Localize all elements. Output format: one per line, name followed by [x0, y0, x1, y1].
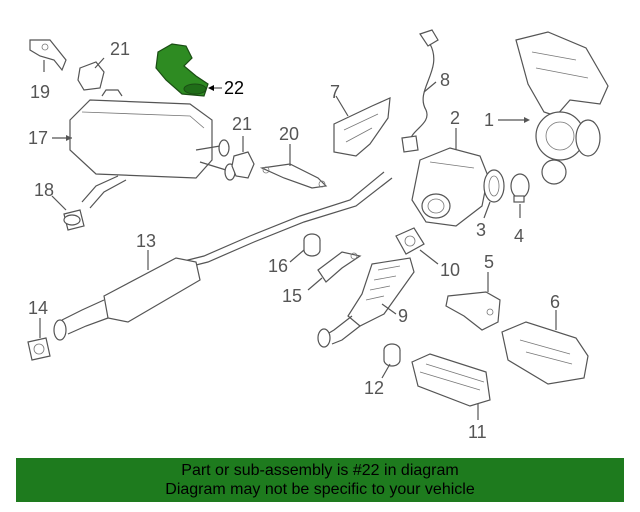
part-15-bracket[interactable]	[317, 251, 362, 283]
callout-3[interactable]: 3	[476, 220, 486, 240]
callout-20[interactable]: 20	[279, 124, 299, 144]
part-21-rubber-mount-top[interactable]	[77, 61, 105, 91]
callout-18[interactable]: 18	[34, 180, 54, 200]
callout-1[interactable]: 1	[484, 110, 494, 130]
part-17-rear-muffler[interactable]	[69, 89, 236, 209]
part-20-hanger-bracket[interactable]	[259, 163, 328, 189]
callout-14[interactable]: 14	[28, 298, 48, 318]
part-22-exhaust-pipe-highlighted[interactable]	[155, 43, 209, 97]
callout-16[interactable]: 16	[268, 256, 288, 276]
part-6-heat-shield[interactable]	[501, 321, 589, 385]
banner-line-part: Part or sub-assembly is #22 in diagram	[181, 462, 459, 479]
callout-17[interactable]: 17	[28, 128, 48, 148]
callout-8[interactable]: 8	[440, 70, 450, 90]
part-11-heat-shield[interactable]	[411, 353, 491, 407]
callout-4[interactable]: 4	[514, 226, 524, 246]
part-18-clamp-sleeve[interactable]	[63, 209, 85, 231]
part-7-heat-shield[interactable]	[333, 97, 391, 157]
part-3-gasket[interactable]	[483, 169, 505, 203]
exhaust-parts-diagram: 19 21 22 17 18 21 20	[27, 29, 609, 442]
part-2-catalytic-converter[interactable]	[411, 147, 489, 227]
callout-9[interactable]: 9	[398, 306, 408, 326]
callout-15[interactable]: 15	[282, 286, 302, 306]
callout-11[interactable]: 11	[468, 422, 487, 442]
part-9-flex-pipe[interactable]	[317, 257, 415, 348]
part-21-rubber-mount-mid[interactable]	[231, 151, 255, 179]
callout-22[interactable]: 22	[224, 78, 244, 98]
part-12-bushing[interactable]	[383, 343, 401, 367]
part-16-bushing[interactable]	[303, 233, 321, 257]
part-19-hanger-bracket[interactable]	[29, 39, 67, 72]
part-10-gasket[interactable]	[395, 227, 425, 255]
callout-21-mid[interactable]: 21	[232, 114, 252, 134]
callout-10[interactable]: 10	[440, 260, 460, 280]
callout-6[interactable]: 6	[550, 292, 560, 312]
part-8-oxygen-sensor[interactable]	[401, 29, 439, 153]
banner-line-disclaimer: Diagram may not be specific to your vehi…	[165, 481, 475, 498]
part-13-center-muffler[interactable]	[53, 257, 201, 341]
info-banner: Part or sub-assembly is #22 in diagram D…	[16, 458, 624, 502]
part-14-gasket[interactable]	[27, 337, 51, 361]
callout-13[interactable]: 13	[136, 231, 156, 251]
callout-5[interactable]: 5	[484, 252, 494, 272]
callout-21-top[interactable]: 21	[110, 39, 130, 59]
callout-19[interactable]: 19	[30, 82, 50, 102]
callout-7[interactable]: 7	[330, 82, 340, 102]
callout-12[interactable]: 12	[364, 378, 384, 398]
part-4-clamp[interactable]	[510, 173, 530, 203]
part-5-bracket[interactable]	[445, 291, 501, 331]
part-1-turbocharger-manifold[interactable]	[515, 31, 609, 185]
callout-2[interactable]: 2	[450, 108, 460, 128]
